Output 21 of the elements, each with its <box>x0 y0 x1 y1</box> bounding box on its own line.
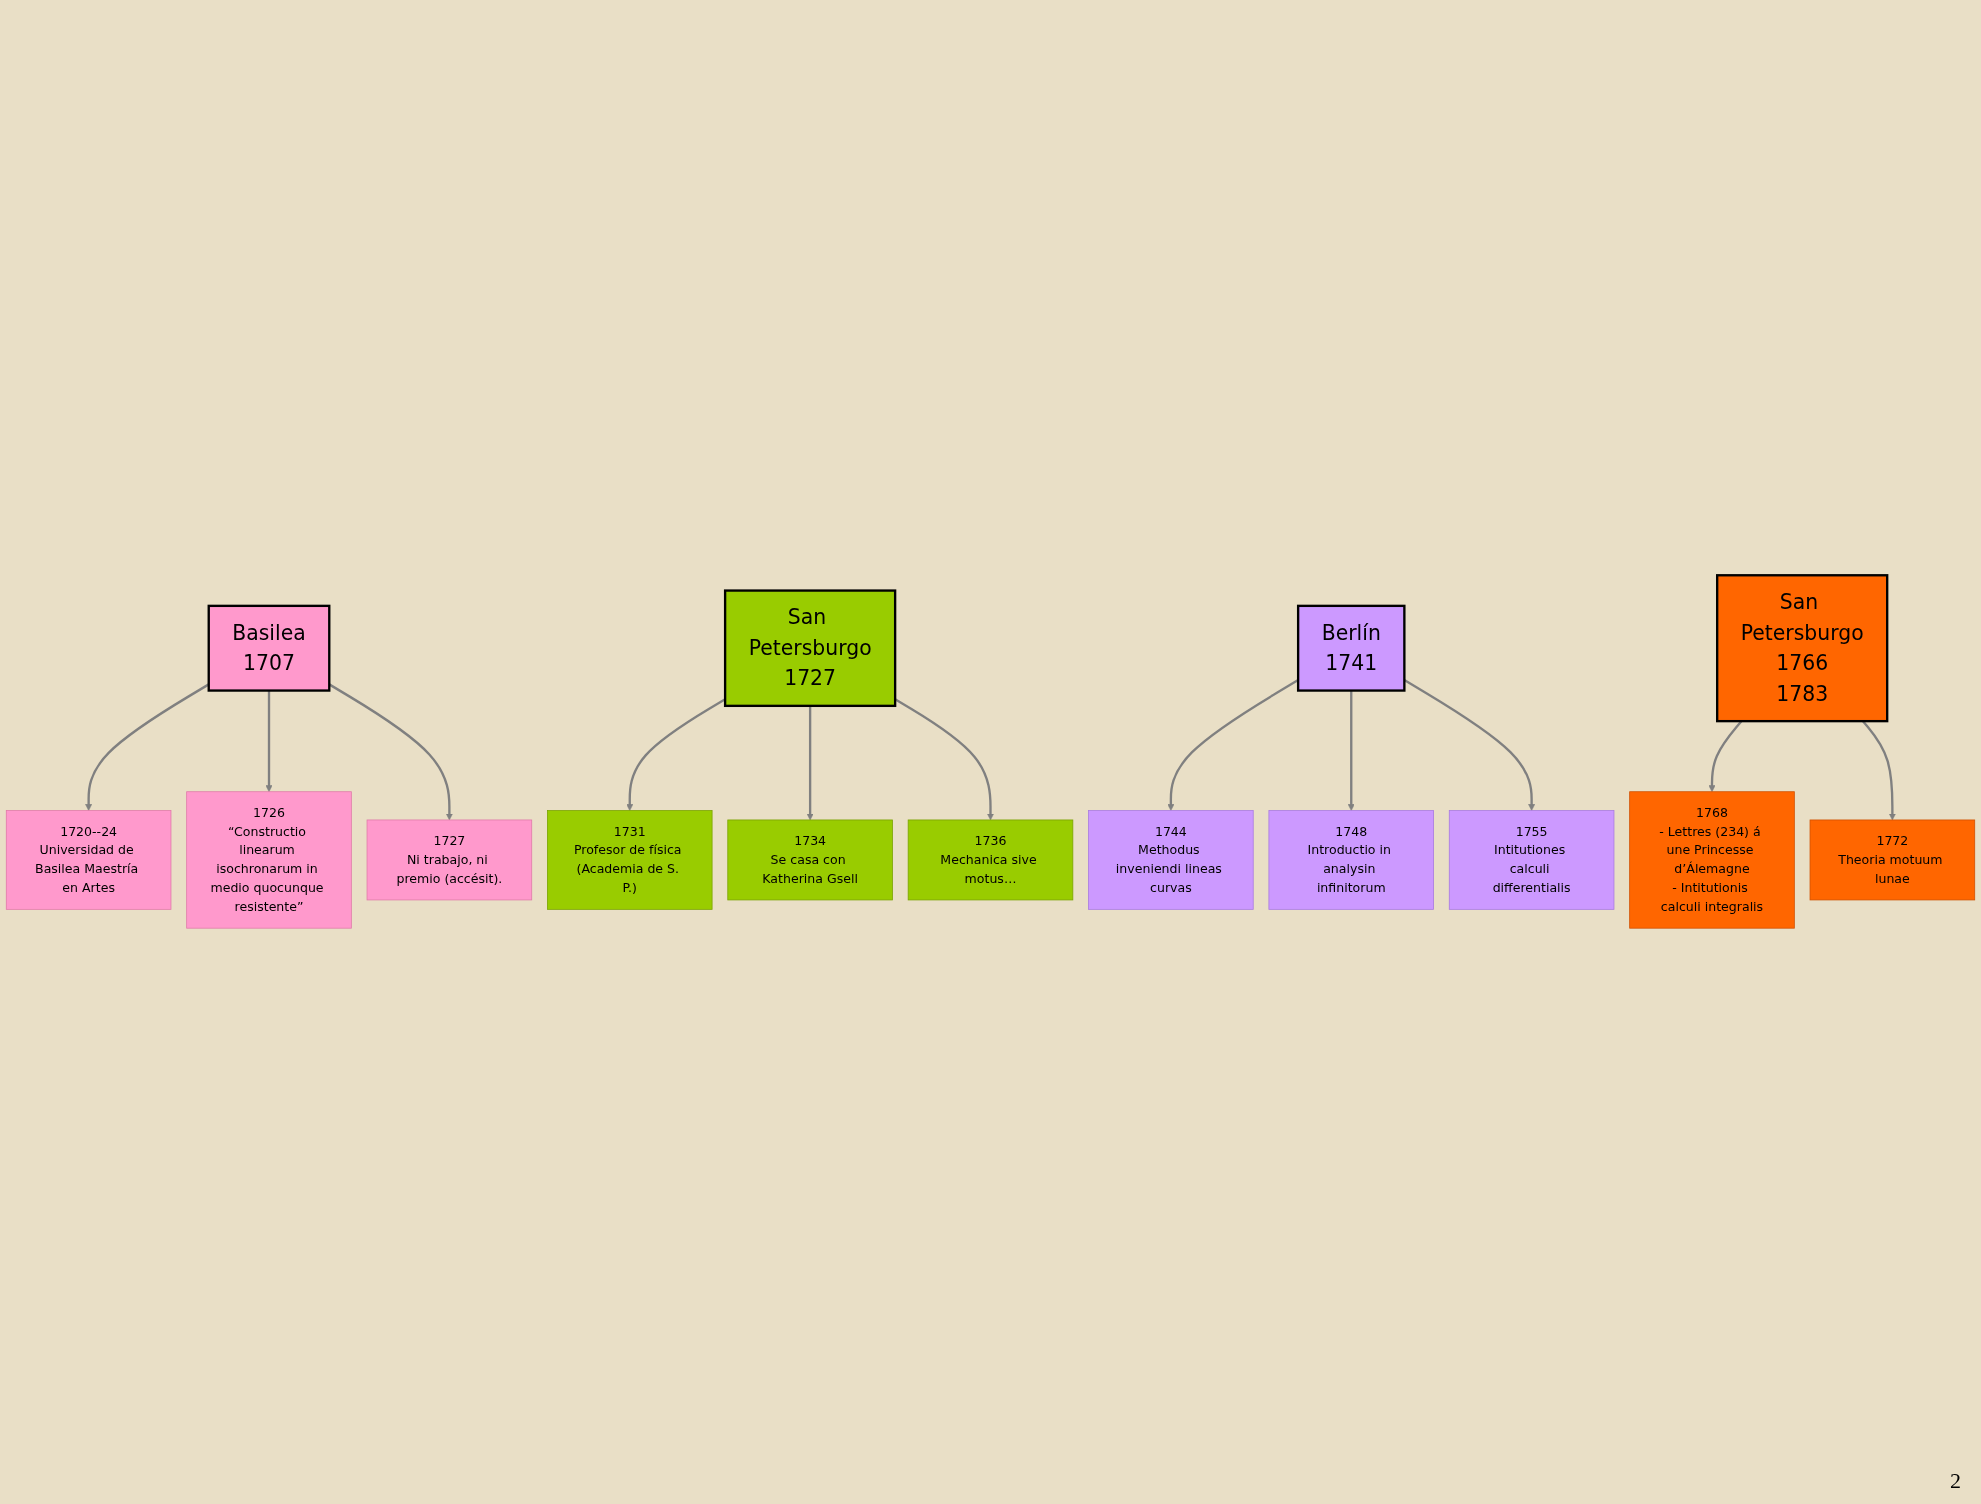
node-box: 1744 Methodus inveniendi lineas curvas <box>1088 810 1254 910</box>
node-box: 1734 Se casa con Katherina Gsell <box>727 819 893 901</box>
arrow <box>1347 690 1355 812</box>
node-box: San Petersburgo 1766 1783 <box>1716 574 1889 723</box>
node-box: 1772 Theoria motuum lunae <box>1809 819 1976 901</box>
node-box: 1768 - Lettres (234) á une Princesse d’Álemagne - Intitutionis calculi integralis <box>1629 791 1795 929</box>
node-box: 1731 Profesor de física (Academia de S. P.) <box>547 810 713 910</box>
node-box: 1748 Introductio in analysin infinitorum <box>1268 810 1434 910</box>
page-number: 2 <box>1950 1468 1961 1493</box>
arrow <box>1167 679 1299 812</box>
arrow <box>806 706 814 821</box>
node-box: San Petersburgo 1727 <box>723 589 897 708</box>
node-box: Basilea 1707 <box>207 604 331 692</box>
arrow <box>626 698 726 812</box>
node-box: 1720--24 Universidad de Basilea Maestría en Artes <box>5 810 172 910</box>
arrow <box>265 690 273 793</box>
node-box: 1736 Mechanica sive motus… <box>907 819 1074 901</box>
node-box: 1726 “Constructio linearum isochronarum in medio quocunque resistente” <box>186 791 352 929</box>
node-box: 1755 Intitutiones calculi differentialis <box>1448 810 1615 910</box>
node-box: Berlín 1741 <box>1296 604 1406 692</box>
node-box: 1727 Ni trabajo, ni premio (accésit). <box>366 819 533 901</box>
